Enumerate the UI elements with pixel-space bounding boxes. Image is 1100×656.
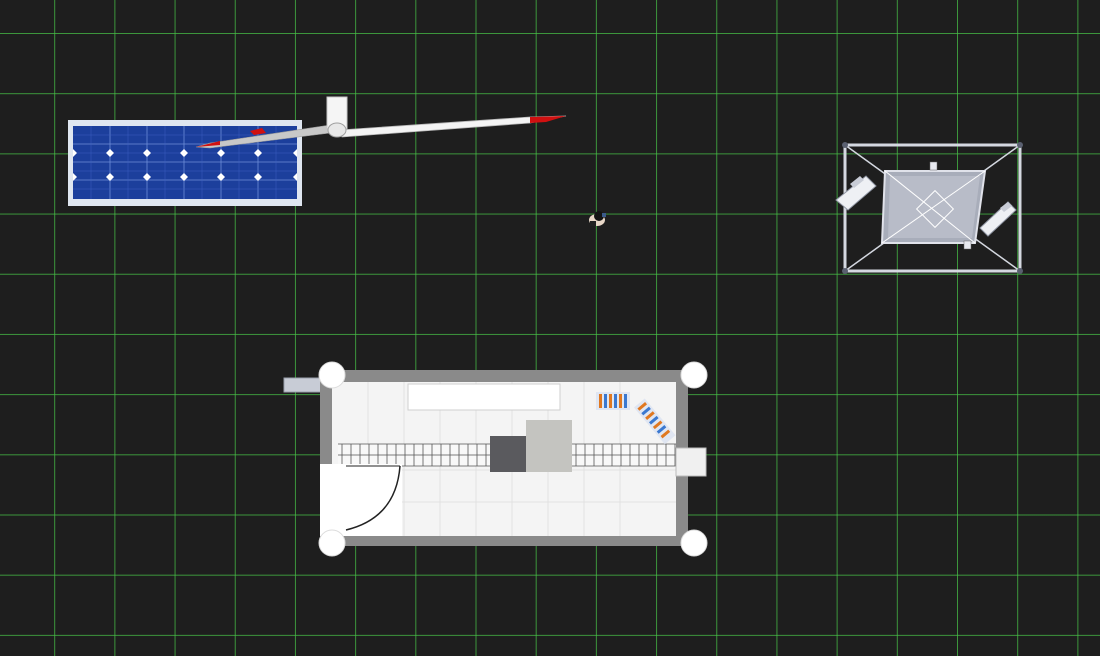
wind-turbine-icon — [195, 96, 567, 149]
person[interactable] — [585, 206, 611, 232]
tiny-house-floorplan[interactable] — [283, 361, 710, 557]
wind-turbine[interactable] — [190, 95, 570, 155]
gazebo-with-lounge-chairs[interactable] — [830, 138, 1030, 278]
person-icon — [589, 211, 606, 226]
building-icon — [283, 361, 708, 557]
bookshelf-items — [596, 392, 676, 445]
gazebo-icon — [835, 142, 1023, 274]
lounge-chair-left — [835, 175, 877, 211]
lounge-chair-right — [979, 201, 1017, 237]
